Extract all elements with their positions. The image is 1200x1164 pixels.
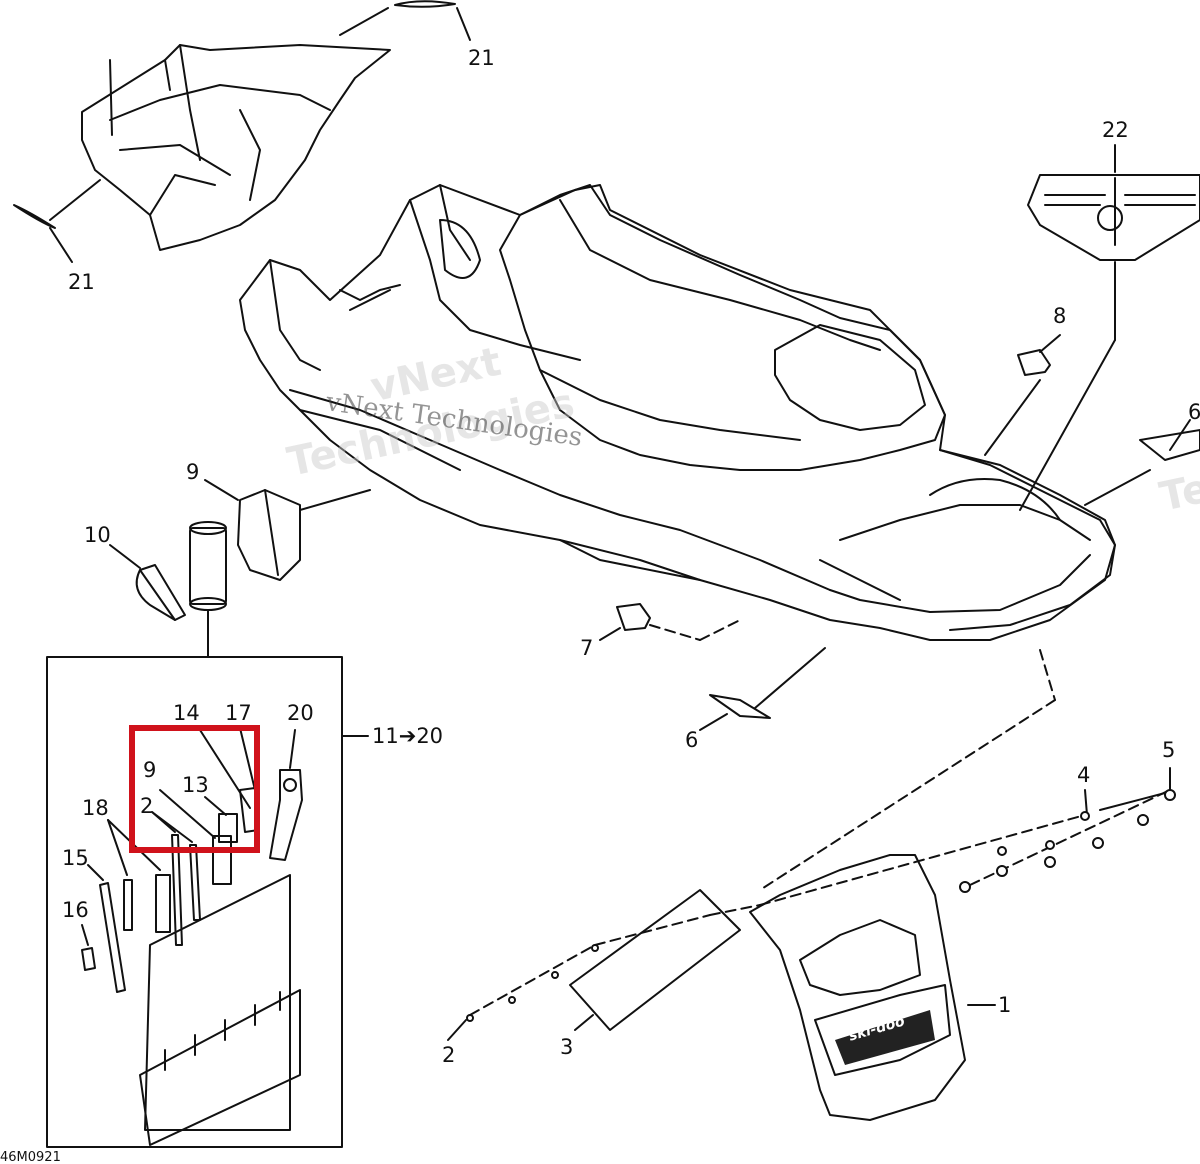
callout-9-kit: 9 (143, 758, 157, 782)
callout-1: 1 (998, 993, 1012, 1017)
chassis-frame (239, 184, 1116, 641)
highlight-box (129, 725, 260, 853)
callout-21-left: 21 (68, 270, 95, 294)
callout-9-top: 9 (186, 460, 200, 484)
callout-16: 16 (62, 898, 89, 922)
strip-part-21-top (394, 0, 456, 8)
callout-5: 5 (1162, 738, 1176, 762)
drawing-code: 46M0921 (0, 1150, 61, 1164)
strip-part-6-bottom (709, 694, 771, 719)
callout-22: 22 (1102, 118, 1129, 142)
callout-13: 13 (182, 773, 209, 797)
tools (81, 727, 303, 993)
callout-18: 18 (82, 796, 109, 820)
callout-4: 4 (1077, 763, 1091, 787)
fastener-leaders (469, 649, 1171, 1016)
callout-3: 3 (560, 1035, 574, 1059)
seat (499, 184, 946, 471)
callout-15: 15 (62, 846, 89, 870)
tool-bag-cylinder (189, 521, 227, 657)
clip-part-7 (616, 603, 651, 631)
callout-21-top: 21 (468, 46, 495, 70)
rear-bumper (939, 449, 1116, 631)
callout-10: 10 (84, 523, 111, 547)
callout-17: 17 (225, 701, 252, 725)
strip-part-21 (13, 204, 56, 229)
clip-part-8 (1017, 349, 1051, 376)
plate-part-3 (569, 889, 741, 1031)
callout-6-bottom: 6 (685, 728, 699, 752)
strap-part-10 (139, 564, 186, 621)
callout-8: 8 (1053, 304, 1067, 328)
callout-2-bottom: 2 (442, 1043, 456, 1067)
callout-6-right: 6 (1188, 400, 1200, 424)
brand-decal (835, 1010, 935, 1065)
callout-7: 7 (580, 636, 594, 660)
callout-14: 14 (173, 701, 200, 725)
rear-flap-part-1 (749, 854, 966, 1121)
strip-part-6-right (1139, 429, 1200, 461)
tool-kit-frame (46, 656, 343, 1148)
callout-11-20: 11➔20 (372, 724, 444, 748)
hood-cowl-part (81, 44, 391, 251)
fasteners (466, 789, 1176, 1022)
warning-decal-part-22 (1027, 174, 1200, 261)
callout-2-kit: 2 (140, 794, 154, 818)
cover-part-9 (237, 489, 301, 581)
tool-pouch (139, 874, 301, 1146)
callout-20: 20 (287, 701, 314, 725)
